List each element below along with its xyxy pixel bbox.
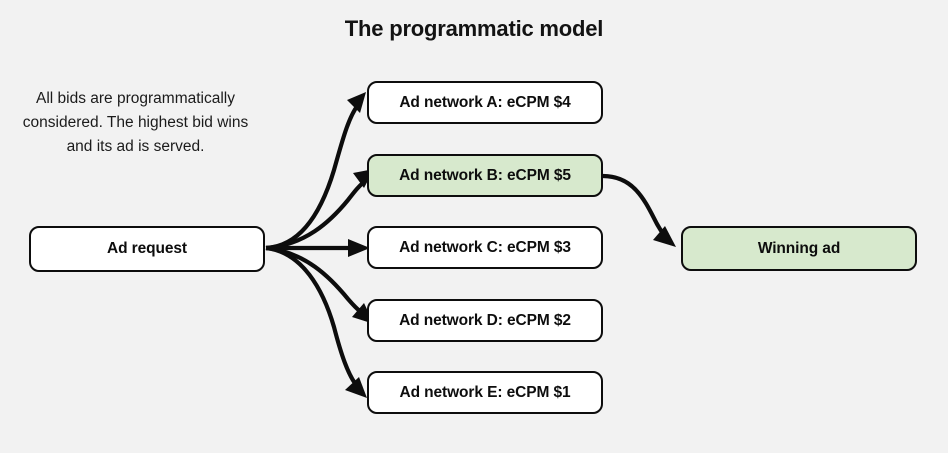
node-ad-network-b[interactable]: Ad network B: eCPM $5 <box>367 154 603 197</box>
edge-ad-request-to-network-a <box>265 92 366 251</box>
edge-ad-request-to-network-c <box>266 239 370 257</box>
node-ad-request[interactable]: Ad request <box>29 226 265 272</box>
node-ad-network-e-label: Ad network E: eCPM $1 <box>399 383 571 401</box>
node-ad-request-label: Ad request <box>107 240 187 257</box>
node-ad-network-b-label: Ad network B: eCPM $5 <box>399 166 571 184</box>
edge-ad-request-to-network-d <box>265 245 374 324</box>
node-winning-ad[interactable]: Winning ad <box>681 226 917 271</box>
page-title: The programmatic model <box>344 16 604 41</box>
node-ad-network-a[interactable]: Ad network A: eCPM $4 <box>367 81 603 124</box>
description-text: All bids are programmatically considered… <box>22 90 249 155</box>
edge-ad-request-to-network-b <box>265 169 374 251</box>
node-winning-ad-label: Winning ad <box>757 239 841 257</box>
node-ad-network-a-label: Ad network A: eCPM $4 <box>399 93 571 111</box>
node-ad-network-c-label: Ad network C: eCPM $3 <box>399 238 571 256</box>
node-ad-network-e[interactable]: Ad network E: eCPM $1 <box>367 371 603 414</box>
node-ad-network-d[interactable]: Ad network D: eCPM $2 <box>367 299 603 342</box>
edge-network-b-to-winning-ad <box>602 173 676 247</box>
node-ad-network-c[interactable]: Ad network C: eCPM $3 <box>367 226 603 269</box>
edge-ad-request-to-network-e <box>265 245 367 398</box>
node-ad-network-d-label: Ad network D: eCPM $2 <box>399 311 571 329</box>
